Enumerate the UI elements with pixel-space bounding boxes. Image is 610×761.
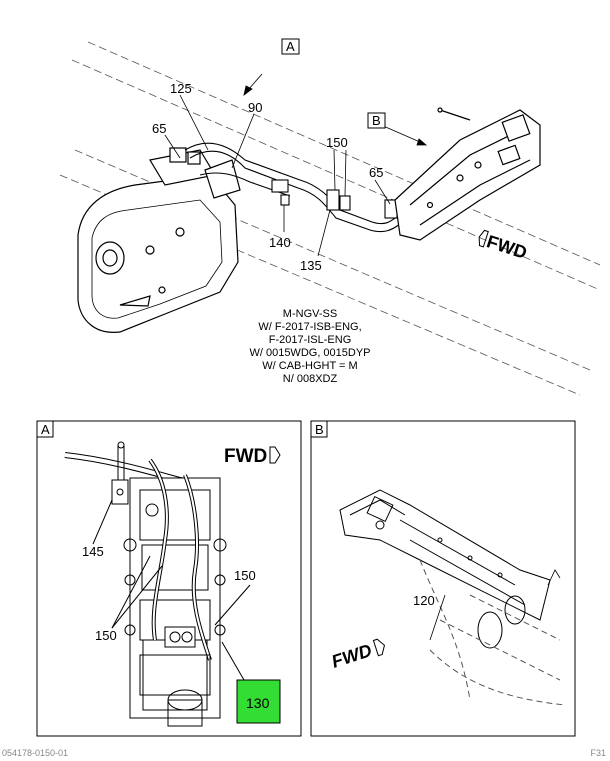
fwd-arrow-icon [269,446,281,464]
view-a-tag: A [286,39,295,54]
note-line: F-2017-ISL-ENG [268,334,352,346]
view-b-box [367,112,386,129]
fwd-label-a: FWD [224,446,267,467]
callout-120: 120 [413,593,435,608]
callout-90: 90 [248,100,262,115]
callout-150-right: 150 [234,568,256,583]
callout-145: 145 [82,544,104,559]
callout-130: 130 [246,695,270,711]
note-line: M-NGV-SS [282,308,338,320]
top-assembly-view [59,38,601,396]
applicability-notes: M-NGV-SS W/ F-2017-ISB-ENG, F-2017-ISL-E… [230,308,390,386]
detail-a-tag: A [41,422,50,437]
fwd-arrow-icon [478,229,489,248]
note-line: W/ F-2017-ISB-ENG, [258,321,362,333]
callout-65-left: 65 [152,121,166,136]
fuel-line-tubes [184,142,401,233]
detail-a-panel [36,420,302,737]
fwd-indicator-top: FWD [478,229,529,263]
callout-125: 125 [170,81,192,96]
fwd-indicator-a: FWD [224,446,281,467]
footer-drawing-number: 054178-0150-01 [2,748,69,758]
detail-b-illustration [339,489,566,706]
leader-lines [164,73,428,257]
crossmember [394,107,541,241]
frame-rail-dashed [59,41,601,396]
detail-a-illustration [64,441,251,727]
detail-b-tag: B [315,422,324,437]
callout-150-left: 150 [95,628,117,643]
callout-150-top: 150 [326,135,348,150]
footer-page-code: F31 [590,748,606,758]
note-line: W/ CAB-HGHT = M [262,360,358,372]
highlight-box-130 [236,679,281,724]
fuel-tank-bracket [77,147,241,333]
note-line: W/ 0015WDG, 0015DYP [249,347,371,359]
detail-b-panel [310,420,576,737]
callout-135: 135 [300,258,322,273]
fwd-arrow-icon [372,638,386,657]
note-line: N/ 008XDZ [282,373,338,385]
fwd-label-top: FWD [484,231,529,263]
view-a-box [281,38,300,55]
callout-65-right: 65 [369,165,383,180]
view-b-tag: B [372,113,381,128]
callout-140: 140 [269,235,291,250]
